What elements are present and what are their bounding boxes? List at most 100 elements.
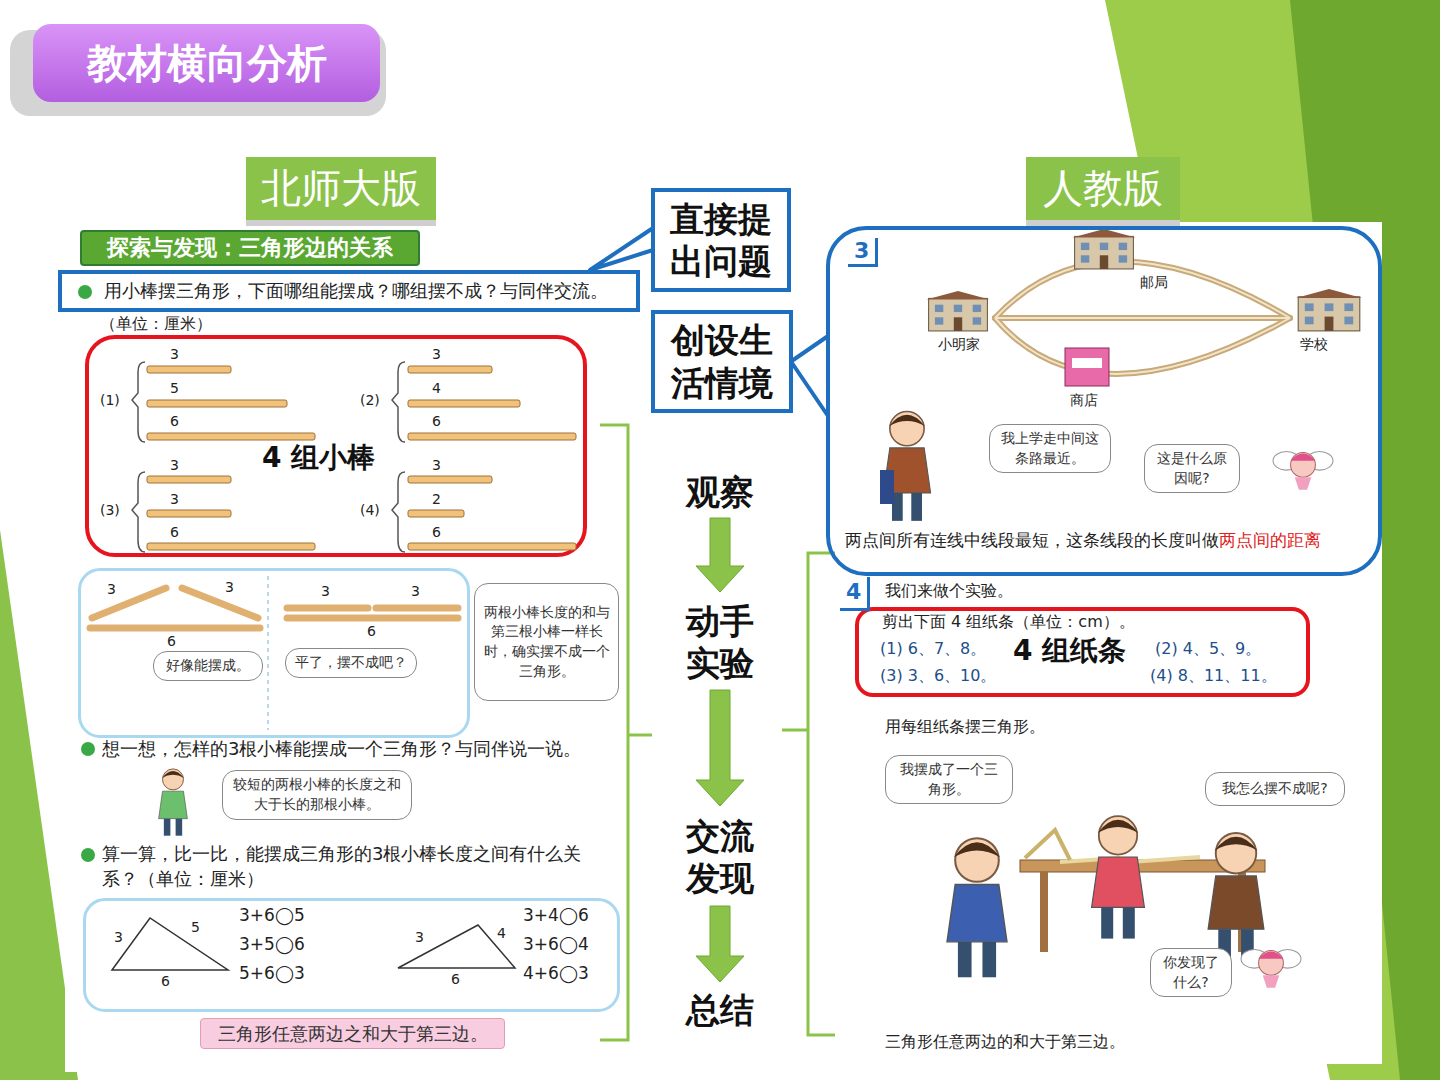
node-text: 3 xyxy=(411,583,420,600)
drawing-part xyxy=(995,315,1290,321)
drawing-part xyxy=(1208,833,1264,962)
box-text: 你发现了什么? xyxy=(1159,953,1223,992)
box-text: 教材横向分析 xyxy=(87,36,327,91)
drawing-part xyxy=(1040,872,1048,952)
box-text: 两根小棒长度的和与第三根小棒一样长时，确实摆不成一个三角形。 xyxy=(483,603,610,681)
note-box: 直接提出问题 xyxy=(651,188,791,292)
drawing-part xyxy=(1296,289,1362,331)
drawing-part xyxy=(883,411,930,520)
flow-arrow xyxy=(696,690,744,806)
node-text: (3) 3、6、10。 xyxy=(880,666,996,685)
box-text: 动手实验 xyxy=(680,600,760,685)
node-text: 3+5◯6 xyxy=(239,934,305,954)
flow-arrow xyxy=(696,518,744,592)
box-text: 较短的两根小棒的长度之和大于长的那根小棒。 xyxy=(231,775,403,814)
speech-bubble: 平了，摆不成吧？ xyxy=(285,648,417,678)
drawing-part xyxy=(1073,229,1136,269)
box-text: 我摆成了一个三角形。 xyxy=(894,760,1004,799)
drawing-part xyxy=(81,848,95,862)
compare-box: 3563463+6◯53+5◯65+6◯33+4◯63+6◯44+6◯3 xyxy=(83,898,620,1012)
node-text: 学校 xyxy=(1300,336,1328,353)
node-text: 4 组小棒 xyxy=(262,441,375,475)
drawing-part xyxy=(1092,816,1145,938)
box-text: 好像能摆成。 xyxy=(166,656,250,676)
speech-bubble: 较短的两根小棒的长度之和大于长的那根小棒。 xyxy=(222,770,412,820)
speech-bubble: 我上学走中间这条路最近。 xyxy=(989,424,1111,473)
flow-arrow xyxy=(696,906,744,982)
box-text: 我上学走中间这条路最近。 xyxy=(998,429,1102,468)
drawing-part xyxy=(995,262,1290,319)
speech-bubble: 我摆成了一个三角形。 xyxy=(885,755,1013,804)
box-text: 北师大版 xyxy=(261,161,421,216)
stick-demo-box: 336336好像能摆成。平了，摆不成吧？ xyxy=(78,568,470,738)
drawing-part xyxy=(947,838,1007,977)
strip-group-box: 剪出下面 4 组纸条（单位：cm）。 (1) 6、7、8。 (2) 4、5、9。 (3… xyxy=(855,607,1310,697)
node-text: 2 xyxy=(432,491,441,508)
flow-step: 观察 xyxy=(680,470,760,514)
text-label: 想一想，怎样的3根小棒能摆成一个三角形？与同伴说一说。 xyxy=(102,736,581,761)
speech-bubble: 这是什么原因呢? xyxy=(1144,444,1240,493)
callout-wedge xyxy=(791,336,828,416)
drawing-part xyxy=(1065,348,1109,386)
speech-bubble: 好像能摆成。 xyxy=(153,651,263,681)
box-text: 观察 xyxy=(686,471,754,514)
node-text: (4) 8、11、11。 xyxy=(1150,666,1277,685)
flow-step: 动手实验 xyxy=(680,598,760,686)
question-box: 用小棒摆三角形，下面哪组能摆成？哪组摆不成？与同伴交流。 xyxy=(58,270,640,312)
box-text: 我怎么摆不成呢? xyxy=(1222,779,1327,799)
callout-wedge xyxy=(590,228,653,270)
box-text: 交流发现 xyxy=(680,815,760,900)
box-text: 总结 xyxy=(686,989,754,1032)
drawing-part xyxy=(995,318,1290,374)
text-label: 用每组纸条摆三角形。 xyxy=(885,716,1045,738)
box-text: 用小棒摆三角形，下面哪组能摆成？哪组摆不成？与同伴交流。 xyxy=(104,279,608,303)
box-text: 创设生活情境 xyxy=(667,319,777,404)
node-text: 剪出下面 4 组纸条（单位：cm）。 xyxy=(882,612,1135,631)
drawing-part xyxy=(1130,857,1200,862)
node-text: 4 xyxy=(432,380,441,397)
drawing-part xyxy=(65,222,645,1072)
drawing-part xyxy=(822,222,1382,1064)
node-text: (3) xyxy=(100,502,120,519)
drawing-part xyxy=(1273,452,1333,490)
node-text: (2) xyxy=(360,392,380,409)
node-text: 5 xyxy=(170,380,179,397)
node-text: (4) xyxy=(360,502,380,519)
drawing-part xyxy=(81,742,95,756)
box-text: 平了，摆不成吧？ xyxy=(295,653,407,673)
node-text: 6 xyxy=(161,973,170,990)
node-text: (2) 4、5、9。 xyxy=(1155,639,1261,658)
stick-group-box: 4 组小棒(1)356(2)346(3)336(4)326 xyxy=(85,335,587,557)
node-text: 3+6◯5 xyxy=(239,905,305,925)
title-badge: 教材横向分析 xyxy=(33,24,380,102)
drawing-part xyxy=(1072,358,1102,368)
node-text: 3 xyxy=(415,929,424,946)
box-text: 人教版 xyxy=(1043,161,1163,216)
node-text: 两点间所有连线中线段最短，这条线段的长度叫做 xyxy=(845,530,1219,550)
node-text: (1) 6、7、8。 xyxy=(880,639,986,658)
node-text: 3 xyxy=(107,581,116,598)
node-text: 3 xyxy=(170,346,179,363)
node-text: 5+6◯3 xyxy=(239,963,305,983)
box-text: 这是什么原因呢? xyxy=(1153,449,1231,488)
thought-bubble: 两根小棒长度的和与第三根小棒一样长时，确实摆不成一个三角形。 xyxy=(474,583,619,701)
drawing-part xyxy=(159,769,188,836)
node-text: 6 xyxy=(170,413,179,430)
text-label: 我们来做个实验。 xyxy=(885,580,1013,602)
version-label: 北师大版 xyxy=(246,157,436,220)
drawing-part xyxy=(995,318,1290,374)
text-label: 算一算，比一比，能摆成三角形的3根小棒长度之间有什么关系？（单位：厘米） xyxy=(102,841,602,891)
flow-step: 交流发现 xyxy=(680,812,760,902)
section-band: 探索与发现：三角形边的关系 xyxy=(80,230,420,266)
box-text: 探索与发现：三角形边的关系 xyxy=(107,233,393,263)
drawing-part xyxy=(880,470,894,504)
speech-bubble: 你发现了什么? xyxy=(1150,948,1232,997)
node-text: 3 xyxy=(848,238,878,267)
drawing-part xyxy=(1241,950,1301,988)
node-text: 6 xyxy=(432,524,441,541)
node-text: 3 xyxy=(432,457,441,474)
drawing-part xyxy=(995,317,1290,319)
node-text: 6 xyxy=(170,524,179,541)
drawing-part xyxy=(995,262,1290,375)
